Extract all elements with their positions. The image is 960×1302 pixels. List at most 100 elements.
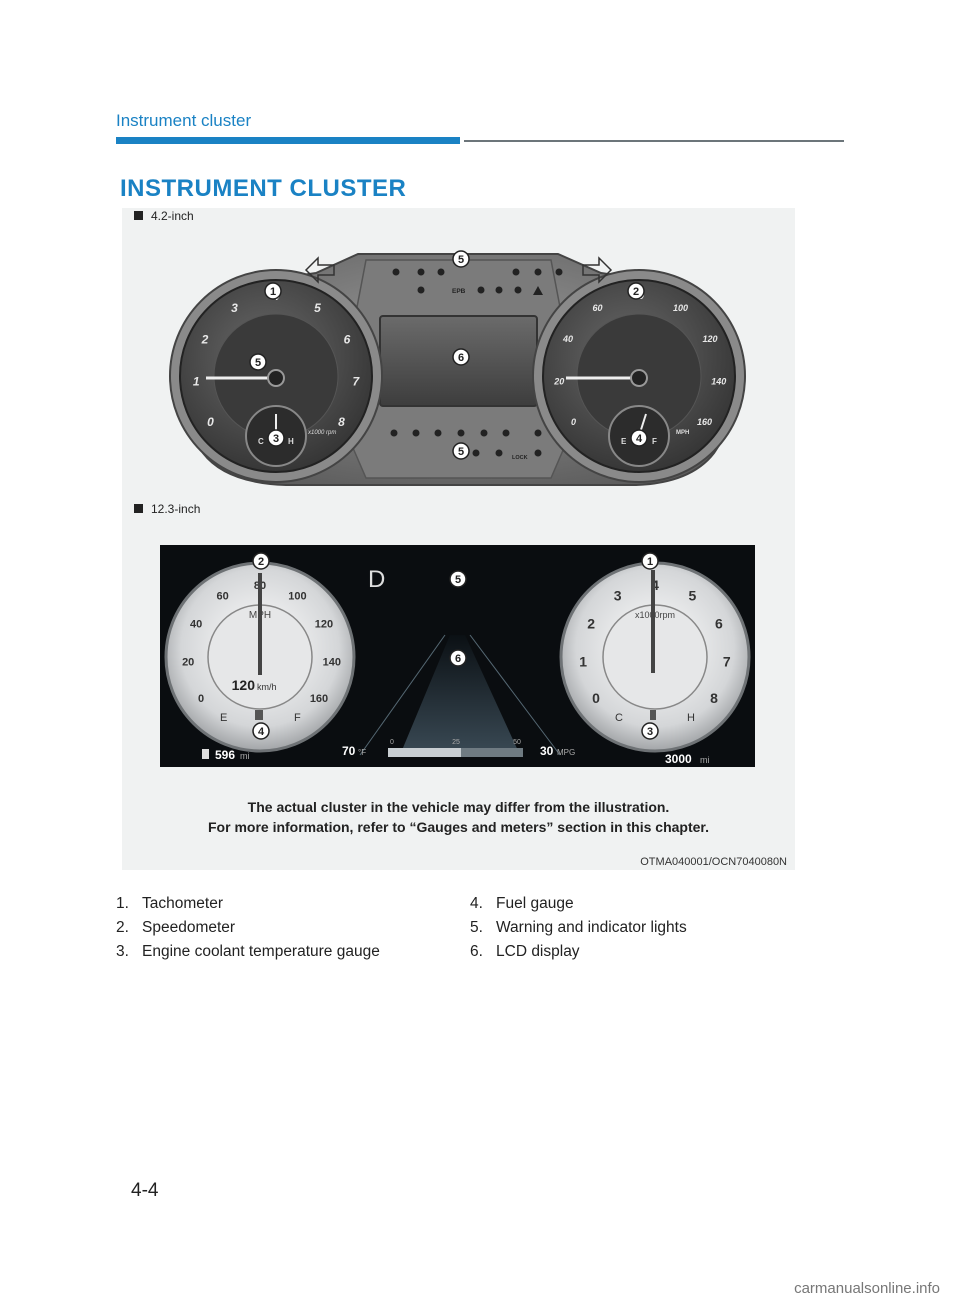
watermark: carmanualsonline.info <box>794 1280 940 1297</box>
epb-indicator: EPB <box>452 288 466 295</box>
stability-off-indicator-icon <box>555 268 563 276</box>
charging-warning-icon <box>412 429 420 437</box>
outside-temp-value: 70 <box>342 744 356 758</box>
warning-lights-bottom-a: LOCK <box>390 429 542 461</box>
callout-3-a: 3 <box>273 433 279 445</box>
scale-label-25: 25 <box>452 739 460 746</box>
callout-5-top-a: 5 <box>458 254 464 266</box>
power-steering-warning-icon <box>417 286 425 294</box>
legend-num: 3. <box>116 943 129 960</box>
legend-num: 1. <box>116 895 129 912</box>
speedometer-unit-b: MPH <box>249 610 271 621</box>
speed-tick-a-20: 20 <box>553 376 564 386</box>
coolant-temp-label-c-a: C <box>258 437 264 446</box>
tach-tick-b-3: 3 <box>614 587 622 603</box>
callout-5-b: 5 <box>455 574 461 586</box>
tachometer-unit-a: x1000 rpm <box>307 430 336 436</box>
callout-1-b: 1 <box>647 556 653 568</box>
tach-tick-a-1: 1 <box>193 374 200 388</box>
tach-tick-a-5: 5 <box>314 301 321 315</box>
speed-tick-a-40: 40 <box>562 334 573 344</box>
callout-4-b: 4 <box>258 726 265 738</box>
tach-tick-b-1: 1 <box>579 654 587 670</box>
abs-warning-icon <box>495 286 503 294</box>
speed-kmh-unit: km/h <box>257 682 277 692</box>
tach-tick-b-2: 2 <box>587 616 595 632</box>
header-rule <box>464 140 844 142</box>
tach-tick-b-6: 6 <box>715 616 723 632</box>
legend-text: Fuel gauge <box>496 895 574 912</box>
bullet-square-icon <box>134 211 143 220</box>
legend-item-6: 6. LCD display <box>470 940 687 964</box>
cluster-a-illustration: 012345678 020406080100120140160 x1000 rp… <box>169 250 746 486</box>
tach-tick-a-8: 8 <box>338 415 345 429</box>
variant-label-a: 4.2-inch <box>134 209 194 223</box>
running-head: Instrument cluster <box>116 111 252 130</box>
legend-item-1: 1. Tachometer <box>116 892 380 916</box>
legend-item-4: 4. Fuel gauge <box>470 892 687 916</box>
gear-indicator: D <box>368 566 385 593</box>
range-value: 596 <box>215 748 235 762</box>
odometer-unit: mi <box>700 755 710 765</box>
airbag-warning-icon <box>502 429 510 437</box>
speed-tick-b-120: 120 <box>315 619 333 631</box>
speed-tick-b-100: 100 <box>288 590 306 602</box>
fuel-label-f-b: F <box>294 712 301 724</box>
speedometer-hub-a <box>630 369 648 387</box>
legend-item-3: 3.Engine coolant temperature gauge <box>116 940 380 964</box>
callout-6-a: 6 <box>458 352 464 364</box>
fog-lamp-indicator-icon <box>437 268 445 276</box>
mpg-value: 30 <box>540 744 554 758</box>
legend-text: Tachometer <box>142 895 223 912</box>
callout-2-a: 2 <box>633 286 639 298</box>
tachometer-unit-b: x1000rpm <box>635 610 675 620</box>
callout-6-b: 6 <box>455 653 461 665</box>
legend-num: 2. <box>116 919 129 936</box>
callout-5-bottom-a: 5 <box>458 446 464 458</box>
tire-pressure-warning-icon <box>514 286 522 294</box>
fuel-label-f-a: F <box>652 437 657 446</box>
callout-2-b: 2 <box>258 556 264 568</box>
stability-control-indicator-icon <box>534 268 542 276</box>
oil-pressure-warning-icon <box>434 429 442 437</box>
brake-warning-icon <box>390 429 398 437</box>
callout-1-a: 1 <box>270 286 276 298</box>
awd-indicator-icon <box>495 449 503 457</box>
legend-text: LCD display <box>496 943 580 960</box>
tachometer-hub-a <box>267 369 285 387</box>
master-warning-icon <box>533 286 543 295</box>
warning-lights-top-a: EPB <box>392 268 563 295</box>
legend-item-5: 5. Warning and indicator lights <box>470 916 687 940</box>
tachometer-tick-labels-b: 012345678 <box>579 577 731 706</box>
legend-num: 4. <box>470 895 483 912</box>
legend-num: 5. <box>470 919 483 936</box>
speed-tick-a-140: 140 <box>711 376 726 386</box>
speed-tick-b-140: 140 <box>323 657 341 669</box>
turn-signal-left-icon <box>304 256 335 284</box>
tach-tick-b-4: 4 <box>651 577 659 593</box>
fuel-label-e-a: E <box>621 437 627 446</box>
tach-tick-a-3: 3 <box>231 301 238 315</box>
legend-text: Warning and indicator lights <box>496 919 687 936</box>
tach-tick-b-5: 5 <box>689 587 697 603</box>
outside-temp-unit: °F <box>358 748 366 757</box>
callouts-b: 1 2 3 4 5 6 <box>252 552 659 740</box>
speed-tick-b-20: 20 <box>182 657 194 669</box>
cluster-figure: 4.2-inch <box>122 208 795 870</box>
tpms-warning-icon <box>534 429 542 437</box>
header-rule-accent <box>116 137 460 144</box>
turn-signal-indicator-icon <box>512 268 520 276</box>
page-number: 4-4 <box>131 1180 159 1201</box>
coolant-temp-label-h-a: H <box>288 437 294 446</box>
hill-descent-indicator-icon <box>472 449 480 457</box>
speed-tick-b-60: 60 <box>216 590 228 602</box>
figure-code: OTMA040001/OCN7040080N <box>640 856 787 868</box>
speedometer-unit-a: MPH <box>676 430 689 436</box>
callout-5-left-a: 5 <box>255 357 261 369</box>
legend-num: 6. <box>470 943 483 960</box>
speed-tick-b-0: 0 <box>198 693 204 705</box>
variant-label-b-text: 12.3-inch <box>151 502 201 516</box>
speed-tick-a-120: 120 <box>702 334 717 344</box>
tach-tick-a-2: 2 <box>201 332 209 346</box>
legend-right: 4. Fuel gauge 5. Warning and indicator lig… <box>470 892 687 964</box>
